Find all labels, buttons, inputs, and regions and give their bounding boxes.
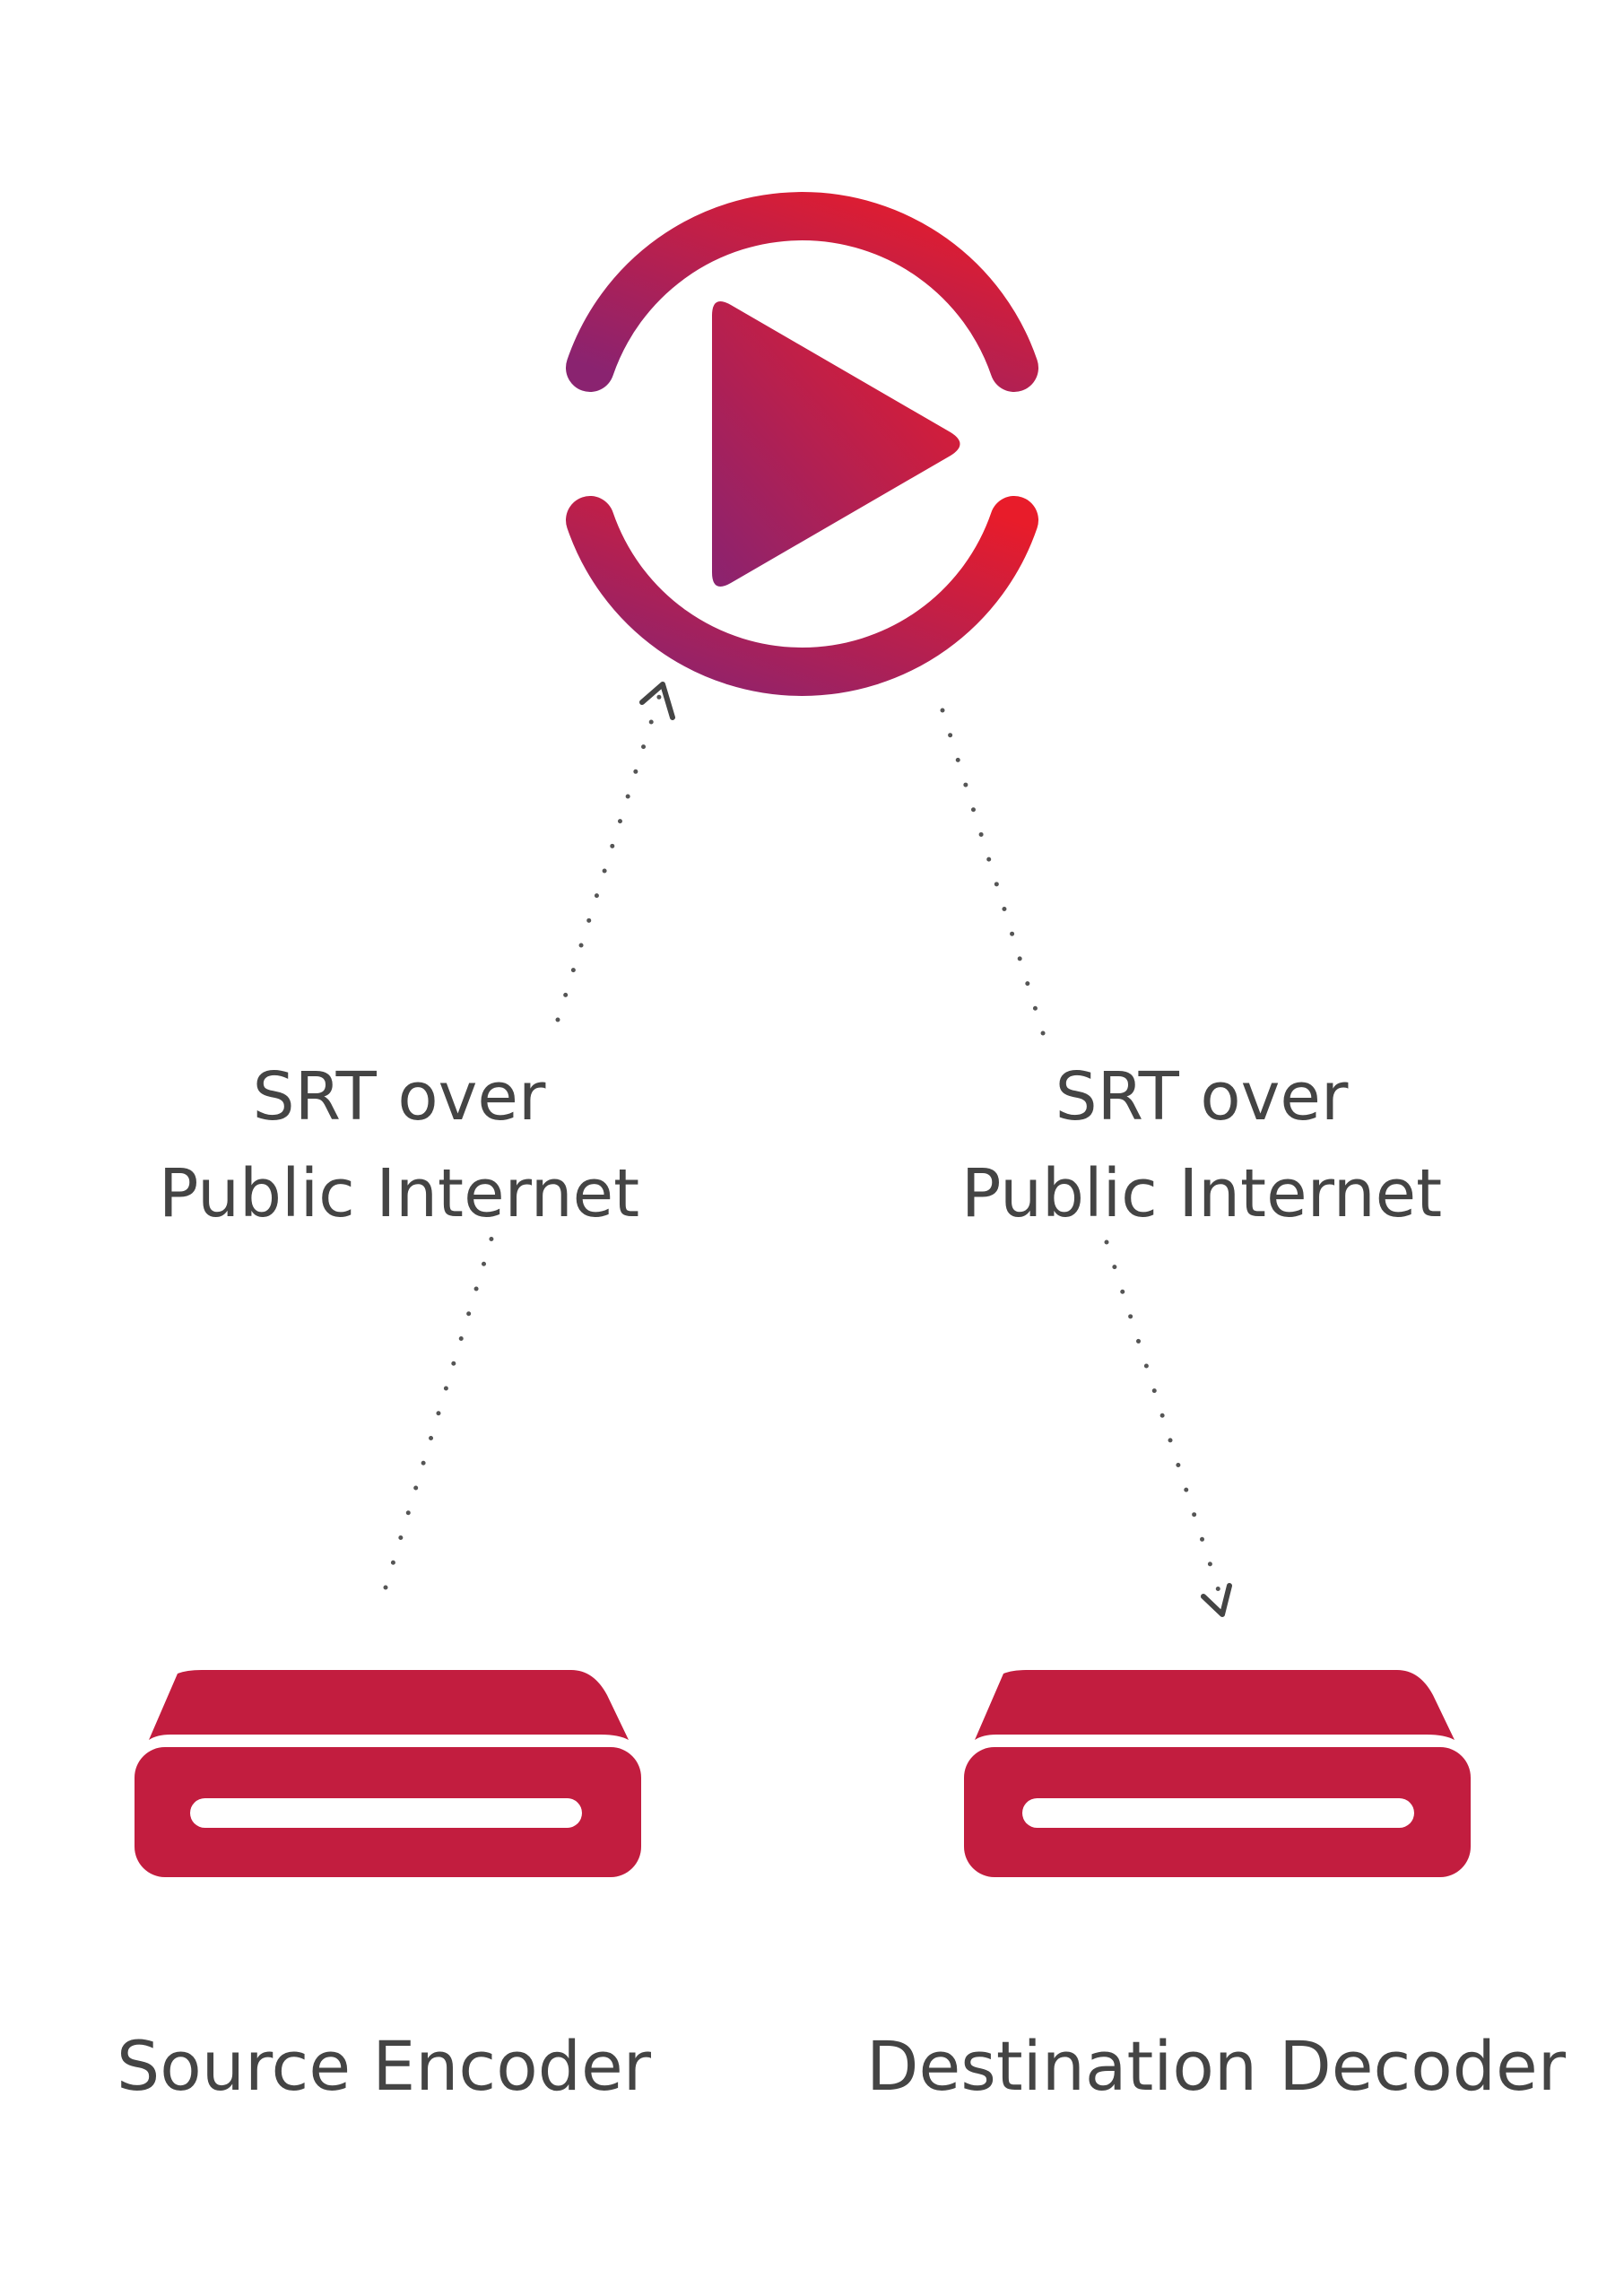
- uplink-label-line1: SRT over: [253, 1058, 546, 1135]
- downlink-label-line1: SRT over: [1055, 1058, 1349, 1135]
- downlink-connector: [940, 708, 1232, 1617]
- destination-decoder-label: Destination Decoder: [866, 2026, 1567, 2106]
- hardware-box-icon: [964, 1670, 1471, 1877]
- hardware-box-icon: [135, 1670, 641, 1877]
- downlink-label-line2: Public Internet: [961, 1155, 1442, 1232]
- play-loop-logo-icon: [566, 192, 1038, 696]
- uplink-label-line2: Public Internet: [159, 1155, 639, 1232]
- source-encoder-label: Source Encoder: [117, 2026, 652, 2106]
- uplink-connector: [383, 682, 675, 1590]
